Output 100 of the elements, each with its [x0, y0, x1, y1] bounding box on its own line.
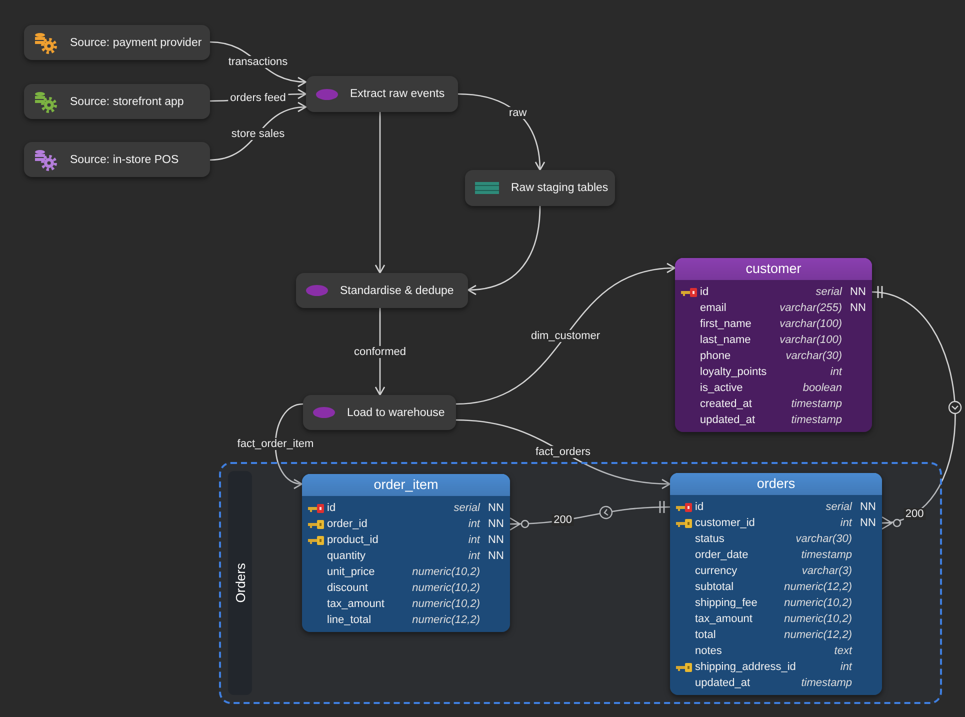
edge-label: conformed: [352, 346, 408, 358]
column-type: numeric(12,2): [412, 614, 480, 626]
column-name: quantity: [327, 550, 367, 562]
column-type: serial: [454, 502, 480, 514]
column-name: shipping_fee: [695, 597, 758, 609]
arrow: [456, 264, 676, 405]
arrow: [374, 308, 386, 396]
process-box: [24, 84, 210, 119]
edge-label: dim_customer: [528, 330, 602, 342]
process-box: [303, 395, 456, 430]
constraint-label: NN: [488, 534, 504, 546]
constraint-label: NN: [860, 501, 876, 513]
column-type: timestamp: [791, 398, 842, 410]
process-box: [24, 142, 210, 177]
column-name: notes: [695, 645, 723, 657]
process-box: [296, 273, 468, 308]
column-name: order_date: [695, 549, 750, 561]
column-name: id: [327, 502, 337, 514]
column-name: created_at: [700, 398, 753, 410]
column-name: shipping_address_id: [695, 661, 797, 673]
node-label: Load to warehouse: [347, 406, 445, 418]
edge-label: transactions: [226, 56, 290, 68]
column-name: id: [695, 501, 705, 513]
arrow: [274, 403, 304, 488]
column-type: timestamp: [801, 549, 852, 561]
constraint-label: NN: [850, 286, 866, 298]
column-type: int: [840, 517, 852, 529]
process-box: [24, 25, 210, 60]
table-header: customer: [675, 258, 872, 280]
node-label: Source: in-store POS: [70, 154, 179, 166]
column-type: int: [830, 366, 842, 378]
column-type: int: [468, 550, 480, 562]
column-type: int: [468, 518, 480, 530]
column-type: boolean: [802, 382, 842, 394]
column-type: varchar(100): [780, 334, 842, 346]
edge-label: fact_order_item: [235, 438, 316, 450]
node-label: Source: storefront app: [70, 96, 184, 108]
constraint-label: NN: [850, 302, 866, 314]
edge-label: orders feed: [228, 92, 288, 104]
node-label: Extract raw events: [350, 88, 445, 100]
table-card: [302, 474, 510, 632]
column-name: updated_at: [700, 414, 756, 426]
table-header: order_item: [302, 474, 510, 496]
column-type: numeric(10,2): [412, 566, 480, 578]
column-name: currency: [695, 565, 738, 577]
node-label: Raw staging tables: [511, 182, 608, 194]
relationship-line: [509, 501, 670, 531]
arrow: [374, 112, 386, 274]
process-box: [465, 170, 615, 206]
column-type: varchar(100): [780, 318, 842, 330]
column-type: int: [840, 661, 852, 673]
column-name: tax_amount: [327, 598, 386, 610]
column-type: numeric(10,2): [412, 598, 480, 610]
table-card: [670, 473, 882, 695]
column-type: numeric(12,2): [784, 581, 852, 593]
column-name: email: [700, 302, 728, 314]
column-type: varchar(30): [786, 350, 842, 362]
column-type: numeric(12,2): [784, 629, 852, 641]
column-name: id: [700, 286, 710, 298]
column-type: varchar(255): [780, 302, 842, 314]
column-type: int: [468, 534, 480, 546]
column-name: product_id: [327, 534, 380, 546]
column-type: varchar(30): [796, 533, 852, 545]
column-type: timestamp: [801, 677, 852, 689]
column-type: timestamp: [791, 414, 842, 426]
arrow: [210, 102, 307, 161]
column-type: text: [834, 645, 852, 657]
process-box: [306, 76, 458, 112]
column-name: customer_id: [695, 517, 756, 529]
column-name: last_name: [700, 334, 752, 346]
arrow: [456, 419, 671, 489]
column-name: loyalty_points: [700, 366, 768, 378]
edge-label: 200: [903, 508, 926, 520]
constraint-label: NN: [488, 518, 504, 530]
column-type: varchar(3): [802, 565, 852, 577]
table-card: [675, 258, 872, 432]
relationship-line: [872, 287, 956, 530]
constraint-label: NN: [860, 517, 876, 529]
node-label: Standardise & dedupe: [340, 284, 454, 296]
group-container: [219, 462, 942, 704]
column-name: subtotal: [695, 581, 735, 593]
arrow: [467, 206, 541, 295]
edge-label: 200: [552, 514, 574, 526]
column-name: is_active: [700, 382, 744, 394]
column-name: phone: [700, 350, 732, 362]
column-name: order_id: [327, 518, 368, 530]
column-name: tax_amount: [695, 613, 754, 625]
column-name: updated_at: [695, 677, 752, 689]
edge-label: store sales: [229, 128, 287, 140]
column-type: numeric(10,2): [784, 613, 852, 625]
column-type: numeric(10,2): [412, 582, 480, 594]
table-header: orders: [670, 473, 882, 495]
column-name: total: [695, 629, 717, 641]
column-type: serial: [816, 286, 842, 298]
constraint-label: NN: [488, 550, 504, 562]
column-name: status: [695, 533, 726, 545]
column-type: numeric(10,2): [784, 597, 852, 609]
group-title: Orders: [232, 563, 248, 603]
constraint-label: NN: [488, 502, 504, 514]
column-name: first_name: [700, 318, 752, 330]
